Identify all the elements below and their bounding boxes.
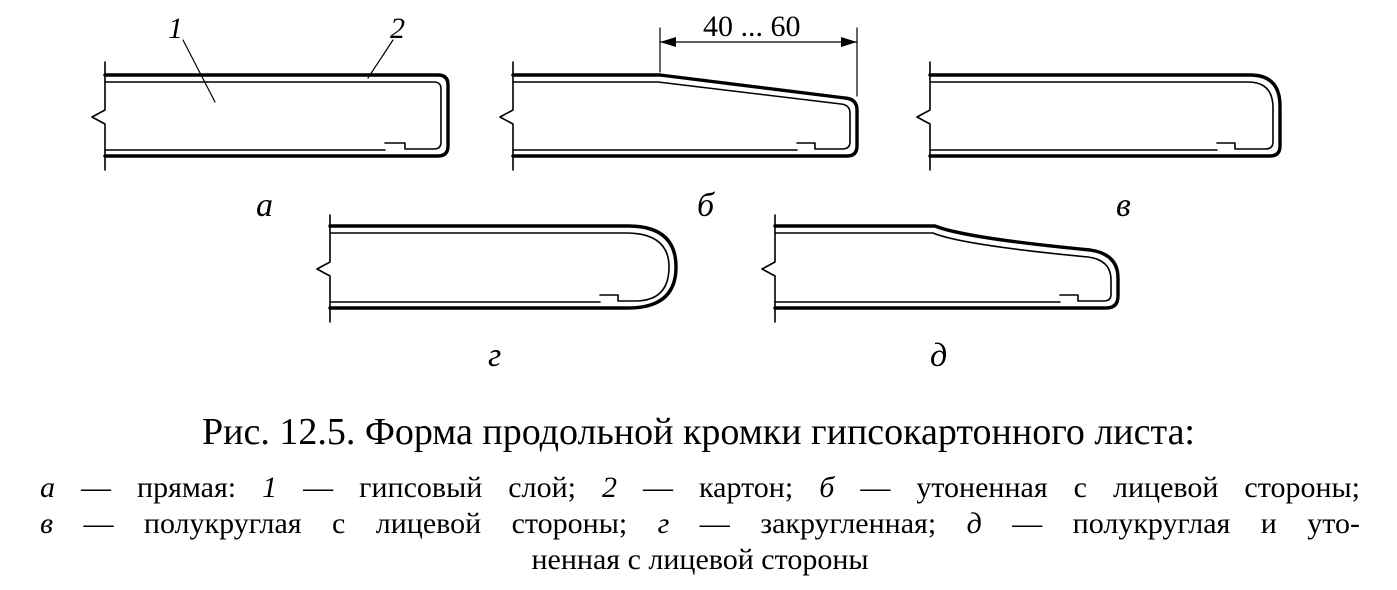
carton-outer-d: [773, 224, 1120, 310]
carton-inner-a: [104, 81, 442, 150]
legend-text-v: — полукруглая с лицевой стороны;: [53, 507, 658, 540]
profile-d-semiround-tapered: [761, 214, 1120, 323]
dimension-label: 40 ... 60: [703, 10, 801, 43]
break-line-v: [916, 61, 931, 171]
legend-key-g: г: [657, 507, 670, 540]
legend-line-2: в — полукруглая с лицевой стороны; г — з…: [40, 506, 1360, 542]
legend-key-1: 1: [262, 471, 278, 504]
break-line-a: [91, 61, 106, 171]
legend-text-2: — картон;: [617, 471, 820, 504]
legend-text-b: — утоненная с лицевой стороны;: [834, 471, 1360, 504]
label-b: б: [697, 187, 716, 224]
legend-key-a: а: [40, 471, 55, 504]
legend-text-d: — полукруглая и уто-: [981, 507, 1360, 540]
profile-a-straight: [91, 39, 450, 171]
label-a: а: [256, 187, 273, 224]
profile-b-tapered: [499, 27, 859, 171]
legend-key-2: 2: [602, 471, 617, 504]
profile-v-semiround: [916, 61, 1282, 171]
dim-arrow-left: [660, 37, 676, 47]
legend-key-d: д: [966, 507, 982, 540]
profile-g-rounded: [316, 214, 678, 323]
carton-inner-v: [929, 81, 1274, 150]
carton-inner-g: [329, 232, 670, 302]
carton-outer-b: [511, 73, 859, 158]
leader-1: [182, 39, 216, 103]
label-v: в: [1116, 187, 1131, 224]
carton-outer-v: [928, 73, 1282, 158]
dim-arrow-right: [841, 37, 857, 47]
carton-outer-g: [328, 224, 678, 310]
break-line-b: [499, 61, 514, 171]
legend-key-b: б: [819, 471, 835, 504]
carton-inner-d: [774, 232, 1112, 302]
edge-profiles-diagram: 1 2 а 40 ... 60 б в: [91, 10, 1282, 374]
callout-2: 2: [390, 12, 405, 45]
leader-2: [367, 39, 394, 79]
callout-1: 1: [168, 12, 183, 45]
break-line-g: [316, 214, 331, 323]
figure-caption-title: Рис. 12.5. Форма продольной кромки гипсо…: [201, 411, 1195, 453]
legend-line-1: а — прямая: 1 — гипсовый слой; 2 — карто…: [40, 470, 1360, 506]
legend-text-1: — гипсовый слой;: [277, 471, 602, 504]
label-d: д: [930, 337, 947, 374]
legend-key-v: в: [40, 507, 54, 540]
label-g: г: [488, 337, 501, 374]
carton-inner-b: [512, 81, 851, 150]
carton-outer-a: [103, 73, 450, 158]
figure-legend: а — прямая: 1 — гипсовый слой; 2 — карто…: [40, 470, 1360, 578]
legend-line-3: ненная с лицевой стороны: [531, 543, 869, 576]
break-line-d: [761, 214, 776, 323]
legend-text-a: — прямая:: [55, 471, 263, 504]
legend-text-g: — закругленная;: [669, 507, 967, 540]
